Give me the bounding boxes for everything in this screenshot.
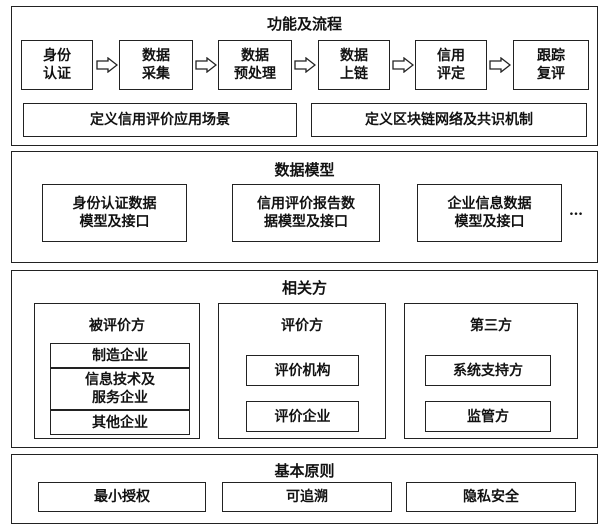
step-label-line1: 数据 bbox=[241, 48, 269, 64]
define-scenario-label: 定义信用评价应用场景 bbox=[90, 112, 230, 128]
regulator-box: 监管方 bbox=[425, 401, 551, 432]
function-flow-title: 功能及流程 bbox=[266, 15, 342, 33]
flow-arrow-icon bbox=[392, 57, 414, 73]
step-label-line1: 信用 bbox=[437, 48, 465, 64]
step-label-line2: 复评 bbox=[537, 66, 565, 82]
privacy-security-box: 隐私安全 bbox=[406, 482, 576, 512]
step-data-collection: 数据采集 bbox=[119, 40, 193, 90]
flow-arrow-icon bbox=[96, 57, 118, 73]
group-item-label: 信息技术及 服务企业 bbox=[85, 372, 155, 406]
evaluator-party-title: 评价方 bbox=[281, 318, 323, 334]
step-data-preprocess: 数据预处理 bbox=[218, 40, 292, 90]
step-label-line2: 评定 bbox=[437, 66, 465, 82]
model-label-line2: 模型及接口 bbox=[79, 214, 150, 230]
traceability-box: 可追溯 bbox=[222, 482, 392, 512]
evaluation-agency-box: 评价机构 bbox=[246, 355, 359, 386]
define-blockchain-box: 定义区块链网络及共识机制 bbox=[311, 103, 587, 137]
group-item-label: 评价机构 bbox=[274, 362, 331, 379]
step-label-line2: 预处理 bbox=[234, 66, 276, 82]
model-label-line2: 模型及接口 bbox=[454, 214, 525, 230]
group-item-label: 监管方 bbox=[467, 408, 509, 425]
principle-label: 可追溯 bbox=[286, 489, 328, 505]
step-label-line1: 跟踪 bbox=[537, 48, 565, 64]
step-track-review: 跟踪复评 bbox=[513, 40, 589, 90]
manufacturing-enterprise-box: 制造企业 bbox=[50, 343, 190, 368]
model-label-line1: 信用评价报告数 bbox=[257, 196, 355, 212]
enterprise-info-model-box: 企业信息数据模型及接口 bbox=[417, 184, 562, 242]
more-ellipsis: … bbox=[569, 203, 584, 219]
define-blockchain-label: 定义区块链网络及共识机制 bbox=[365, 112, 533, 128]
define-scenario-box: 定义信用评价应用场景 bbox=[23, 103, 297, 137]
step-label-line1: 数据 bbox=[340, 48, 368, 64]
group-item-label: 其他企业 bbox=[92, 414, 148, 431]
third-party-title: 第三方 bbox=[470, 318, 512, 334]
identity-data-model-box: 身份认证数据模型及接口 bbox=[42, 184, 187, 242]
step-label-line2: 采集 bbox=[142, 66, 170, 82]
other-enterprise-box: 其他企业 bbox=[50, 410, 190, 435]
evaluation-enterprise-box: 评价企业 bbox=[246, 401, 359, 432]
principle-label: 隐私安全 bbox=[463, 489, 519, 505]
group-item-label: 系统支持方 bbox=[453, 362, 523, 379]
evaluated-party-title: 被评价方 bbox=[89, 318, 145, 334]
stakeholders-title: 相关方 bbox=[281, 279, 327, 297]
principles-title: 基本原则 bbox=[274, 462, 335, 480]
data-model-title: 数据模型 bbox=[274, 161, 335, 179]
flow-arrow-icon bbox=[195, 57, 217, 73]
it-service-enterprise-box: 信息技术及 服务企业 bbox=[50, 368, 190, 410]
step-label-line1: 数据 bbox=[142, 48, 170, 64]
step-identity-auth: 身份认证 bbox=[21, 40, 93, 90]
credit-report-model-box: 信用评价报告数据模型及接口 bbox=[232, 184, 380, 242]
step-data-onchain: 数据上链 bbox=[318, 40, 390, 90]
model-label-line2: 据模型及接口 bbox=[264, 214, 348, 230]
model-label-line1: 身份认证数据 bbox=[72, 196, 157, 212]
system-support-box: 系统支持方 bbox=[425, 355, 551, 386]
step-label-line2: 认证 bbox=[43, 66, 71, 82]
flow-arrow-icon bbox=[489, 57, 511, 73]
step-label-line2: 上链 bbox=[340, 66, 368, 82]
flow-arrow-icon bbox=[294, 57, 316, 73]
group-item-label: 评价企业 bbox=[274, 408, 331, 425]
least-privilege-box: 最小授权 bbox=[38, 482, 206, 512]
principle-label: 最小授权 bbox=[94, 489, 150, 505]
model-label-line1: 企业信息数据 bbox=[447, 196, 532, 212]
group-item-label: 制造企业 bbox=[92, 347, 148, 364]
step-label-line1: 身份 bbox=[43, 48, 71, 64]
step-credit-rating: 信用评定 bbox=[415, 40, 487, 90]
